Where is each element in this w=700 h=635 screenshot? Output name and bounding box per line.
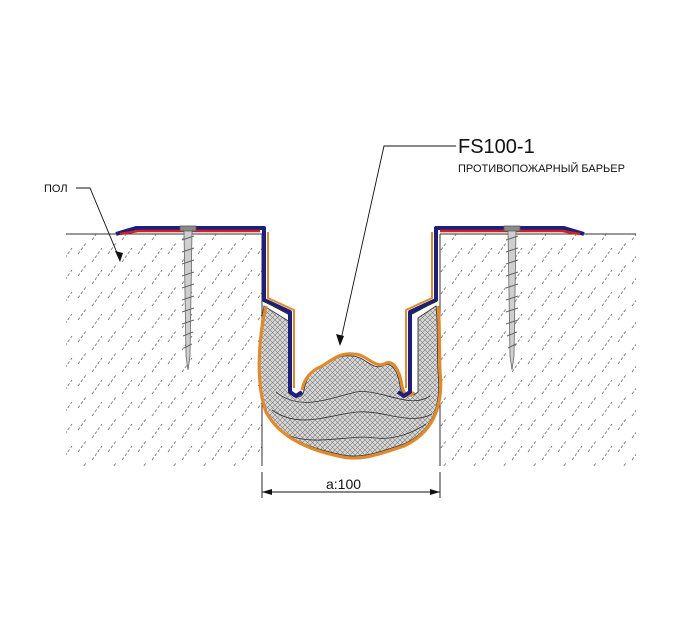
right-cover-profile xyxy=(396,226,585,398)
right-floor-slab xyxy=(439,233,636,466)
left-cover-profile xyxy=(115,226,304,398)
gap-dimension xyxy=(261,472,441,498)
left-floor-slab xyxy=(66,233,263,466)
fire-barrier xyxy=(257,305,443,460)
floor-leader-line xyxy=(76,187,123,262)
floor-label: ПОЛ xyxy=(44,183,68,195)
product-leader-line xyxy=(336,145,456,346)
product-description-label: ПРОТИВОПОЖАРНЫЙ БАРЬЕР xyxy=(458,162,625,175)
product-code-label: FS100-1 xyxy=(458,136,535,158)
left-anchor-screw xyxy=(179,225,197,371)
dimension-label: a:100 xyxy=(326,476,361,492)
right-anchor-screw xyxy=(503,225,521,371)
